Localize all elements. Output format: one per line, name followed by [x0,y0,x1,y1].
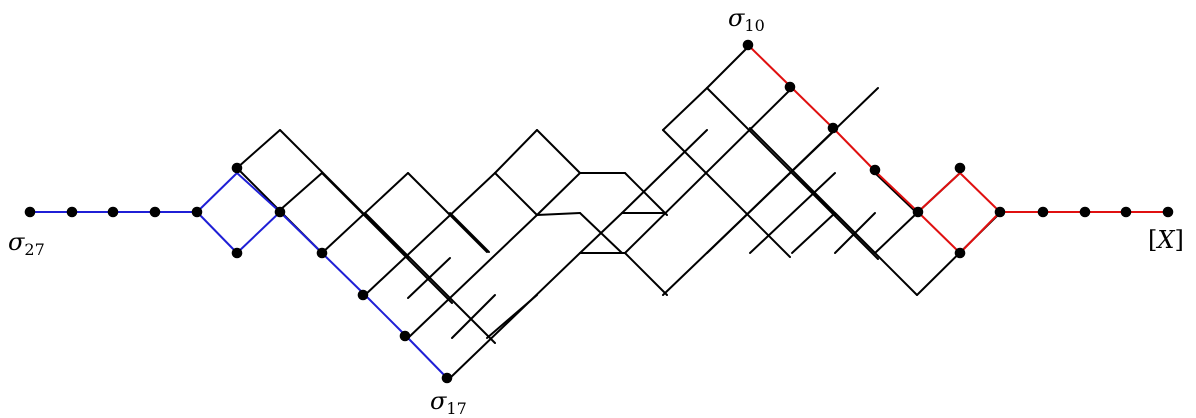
blue-path-vertex [24,206,36,218]
lattice-edge [321,172,409,254]
lattice-edge [449,252,581,379]
lattice-edge [874,172,918,214]
blue-path-vertex [316,247,328,259]
red-path-vertex [742,39,754,51]
lattice-edge [621,129,708,214]
label-sigma-10: σ10 [728,4,765,35]
blue-path-vertex [107,206,119,218]
lattice-edge [579,212,623,254]
red-path-edge [959,211,1001,254]
lattice-edge [624,172,668,216]
blue-path-edge [236,172,281,213]
red-path-edge [876,172,919,213]
lattice-edge [706,87,879,254]
lattice-edge [834,212,876,254]
blue-path-edge [196,172,238,213]
lattice-edge [364,172,496,296]
red-path-vertex [784,81,796,93]
red-path-vertex [1037,206,1049,218]
lattice-edge [624,252,668,296]
lattice-edge [279,172,323,211]
lattice-edge [486,294,538,339]
label-sigma-27: σ27 [8,228,45,259]
lattice-edge [407,214,538,339]
lattice-edge [494,129,538,174]
blue-path-vertex [274,206,286,218]
red-path-vertex [1079,206,1091,218]
blue-path-vertex [231,162,243,174]
red-path-vertex [827,122,839,134]
red-path-vertex [1162,206,1174,218]
lattice-edge [407,172,488,253]
red-path-vertex [954,247,966,259]
lattice-edge [874,212,918,254]
lattice-edge [449,212,490,253]
blue-path-vertex [231,247,243,259]
lattice-edge [321,172,453,304]
lattice-edge [536,129,581,174]
blue-path-vertex [399,330,411,342]
red-path-vertex [869,164,881,176]
red-path-edge [791,87,836,131]
lattice-edge [494,172,538,216]
red-path-vertex [912,206,924,218]
lattice-edge [536,212,581,216]
red-path-edge [834,129,878,174]
blue-path-vertex [66,206,78,218]
red-path-edge [747,44,793,89]
blue-path-vertex [357,289,369,301]
lattice-edge [451,294,496,339]
red-path-edge [917,211,961,254]
red-path-vertex [994,206,1006,218]
lattice-edge [407,257,451,299]
lattice-edge [791,212,836,254]
lattice-edge [749,127,918,296]
lattice-edge [236,129,281,169]
red-path-vertex [954,162,966,174]
lattice-edge [624,87,793,254]
lattice-edge [749,172,836,254]
lattice-edge [662,87,708,131]
blue-path-edge [407,337,448,379]
lattice-edge [536,172,581,216]
blue-path-vertex [441,372,453,384]
blue-path-edge [364,294,409,339]
label-X: [X] [1148,226,1184,254]
blue-path-edge [279,211,323,254]
blue-path-edge [236,211,281,254]
red-path-vertex [1120,206,1132,218]
label-sigma-17: σ17 [430,387,467,418]
lattice-edge [706,44,751,89]
blue-path-vertex [191,206,203,218]
red-path-edge [959,172,1001,213]
red-path-edge [917,172,961,213]
blue-path-edge [321,252,366,296]
blue-path-edge [196,211,238,254]
blue-path-vertex [149,206,161,218]
